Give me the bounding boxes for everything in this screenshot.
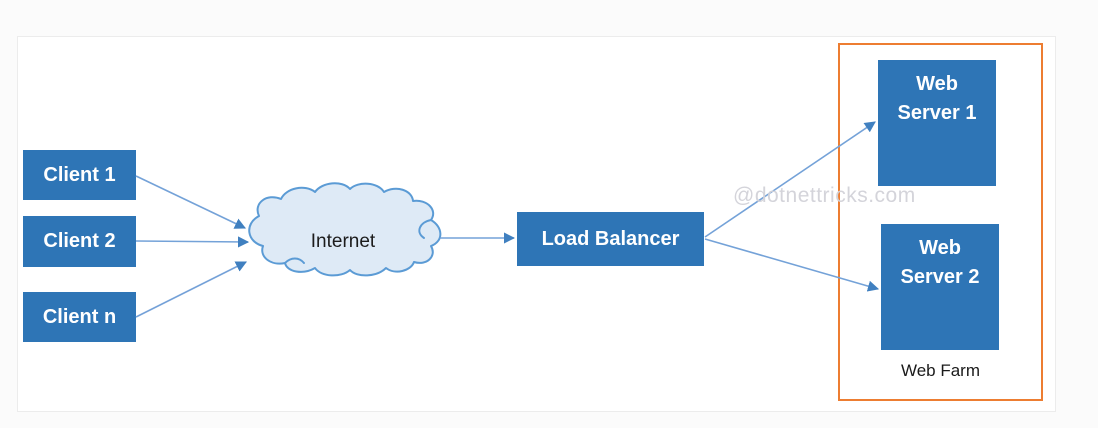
web-server-1-node: Web Server 1: [878, 60, 996, 186]
internet-label: Internet: [310, 231, 376, 252]
web-server-1-label-line1: Web: [916, 73, 958, 95]
client-2-label: Client 2: [43, 230, 116, 252]
client-2-node: Client 2: [23, 216, 136, 267]
load-balancer-node: Load Balancer: [517, 212, 704, 266]
client-1-label: Client 1: [43, 163, 116, 186]
web-server-1-label-line2: Server 1: [897, 102, 977, 124]
client-n-node: Client n: [23, 292, 136, 342]
web-farm-label: Web Farm: [900, 361, 981, 380]
load-balancer-label: Load Balancer: [541, 227, 680, 250]
client-n-label: Client n: [42, 305, 117, 328]
web-server-2-label-line2: Server 2: [900, 266, 980, 288]
watermark-text: @dotnettricks.com: [733, 184, 916, 207]
web-server-2-label-line1: Web: [919, 237, 961, 259]
web-server-2-node: Web Server 2: [881, 224, 999, 350]
client-1-node: Client 1: [23, 150, 136, 200]
